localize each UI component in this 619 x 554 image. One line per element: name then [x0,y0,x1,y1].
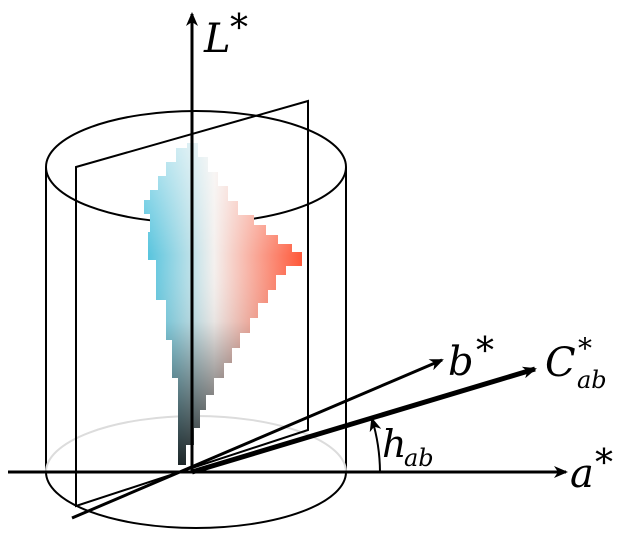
label-c-axis: C * ab [545,332,607,394]
label-b-axis: b * [448,331,494,385]
label-l-text: L [203,16,231,62]
label-c-sub: ab [577,366,607,394]
cylinder-bottom-front-arc [45,471,347,529]
label-b-star: * [476,331,494,372]
label-l-axis: L * [203,8,248,62]
gamut-slice [144,143,302,465]
label-h-sub: ab [404,444,434,472]
label-a-star: * [595,443,613,484]
label-c-text: C [545,340,576,386]
label-h-angle: h ab [382,422,434,472]
hue-angle-arc [369,417,382,473]
label-a-axis: a * [570,443,613,497]
c-axis [191,366,537,475]
label-h-text: h [382,422,406,466]
label-c-star: * [578,332,592,365]
label-b-text: b [448,339,474,385]
b-axis [71,358,444,520]
hue-plane [75,99,309,508]
label-l-star: * [230,8,248,49]
label-a-text: a [570,451,594,497]
